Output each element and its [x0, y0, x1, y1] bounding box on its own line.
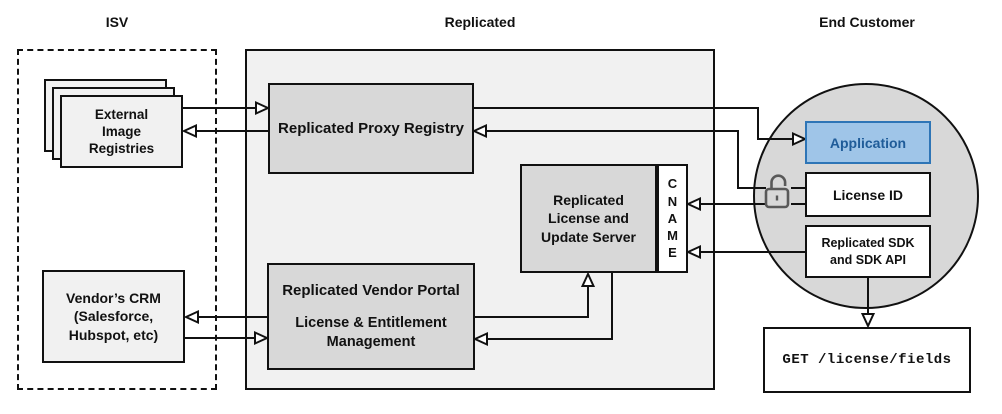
isv-zone-frame	[17, 49, 217, 390]
license-update-server-label: Replicated License and Update Server	[541, 191, 636, 245]
proxy-registry-node: Replicated Proxy Registry	[268, 83, 474, 174]
license-id-label: License ID	[832, 186, 904, 203]
external-image-registries-node: External Image Registries	[60, 95, 183, 168]
license-update-server-node: Replicated License and Update Server	[520, 164, 657, 273]
connector-license-to-cname	[685, 196, 805, 212]
connector-portal-to-crm	[183, 309, 267, 325]
application-node: Application	[805, 121, 931, 164]
cname-label: C N A M E	[667, 176, 678, 261]
connector-registries-to-proxy	[183, 100, 271, 116]
connector-proxy-to-application	[474, 107, 808, 147]
application-label: Application	[829, 134, 907, 151]
external-image-registries-label: External Image Registries	[88, 106, 155, 157]
get-license-fields-node: GET /license/fields	[763, 327, 971, 393]
vendor-portal-node: Replicated Vendor Portal License & Entit…	[267, 263, 475, 370]
unlock-icon	[764, 174, 790, 209]
vendors-crm-node: Vendor’s CRM (Salesforce, Hubspot, etc)	[42, 270, 185, 363]
replicated-sdk-label: Replicated SDK and SDK API	[821, 236, 915, 267]
license-id-node: License ID	[805, 172, 931, 217]
connector-portal-to-server	[475, 271, 596, 318]
end-customer-zone-heading: End Customer	[819, 14, 915, 30]
get-license-fields-label: GET /license/fields	[782, 352, 952, 368]
vendors-crm-label: Vendor’s CRM (Salesforce, Hubspot, etc)	[66, 290, 161, 343]
vendor-portal-title: Replicated Vendor Portal	[282, 282, 460, 300]
connector-proxy-to-registries	[181, 123, 268, 139]
proxy-registry-label: Replicated Proxy Registry	[278, 120, 464, 137]
connector-server-to-portal	[472, 273, 613, 347]
connector-sdk-to-cname	[685, 244, 805, 260]
vendor-portal-subtitle: License & Entitlement Management	[295, 314, 447, 350]
connector-sdk-to-get	[860, 278, 876, 329]
connector-license-to-proxy	[471, 123, 805, 189]
cname-node: C N A M E	[657, 164, 688, 273]
isv-zone-heading: ISV	[105, 14, 129, 30]
replicated-zone-heading: Replicated	[444, 14, 516, 30]
replicated-sdk-node: Replicated SDK and SDK API	[805, 225, 931, 278]
connector-crm-to-portal	[185, 330, 270, 346]
